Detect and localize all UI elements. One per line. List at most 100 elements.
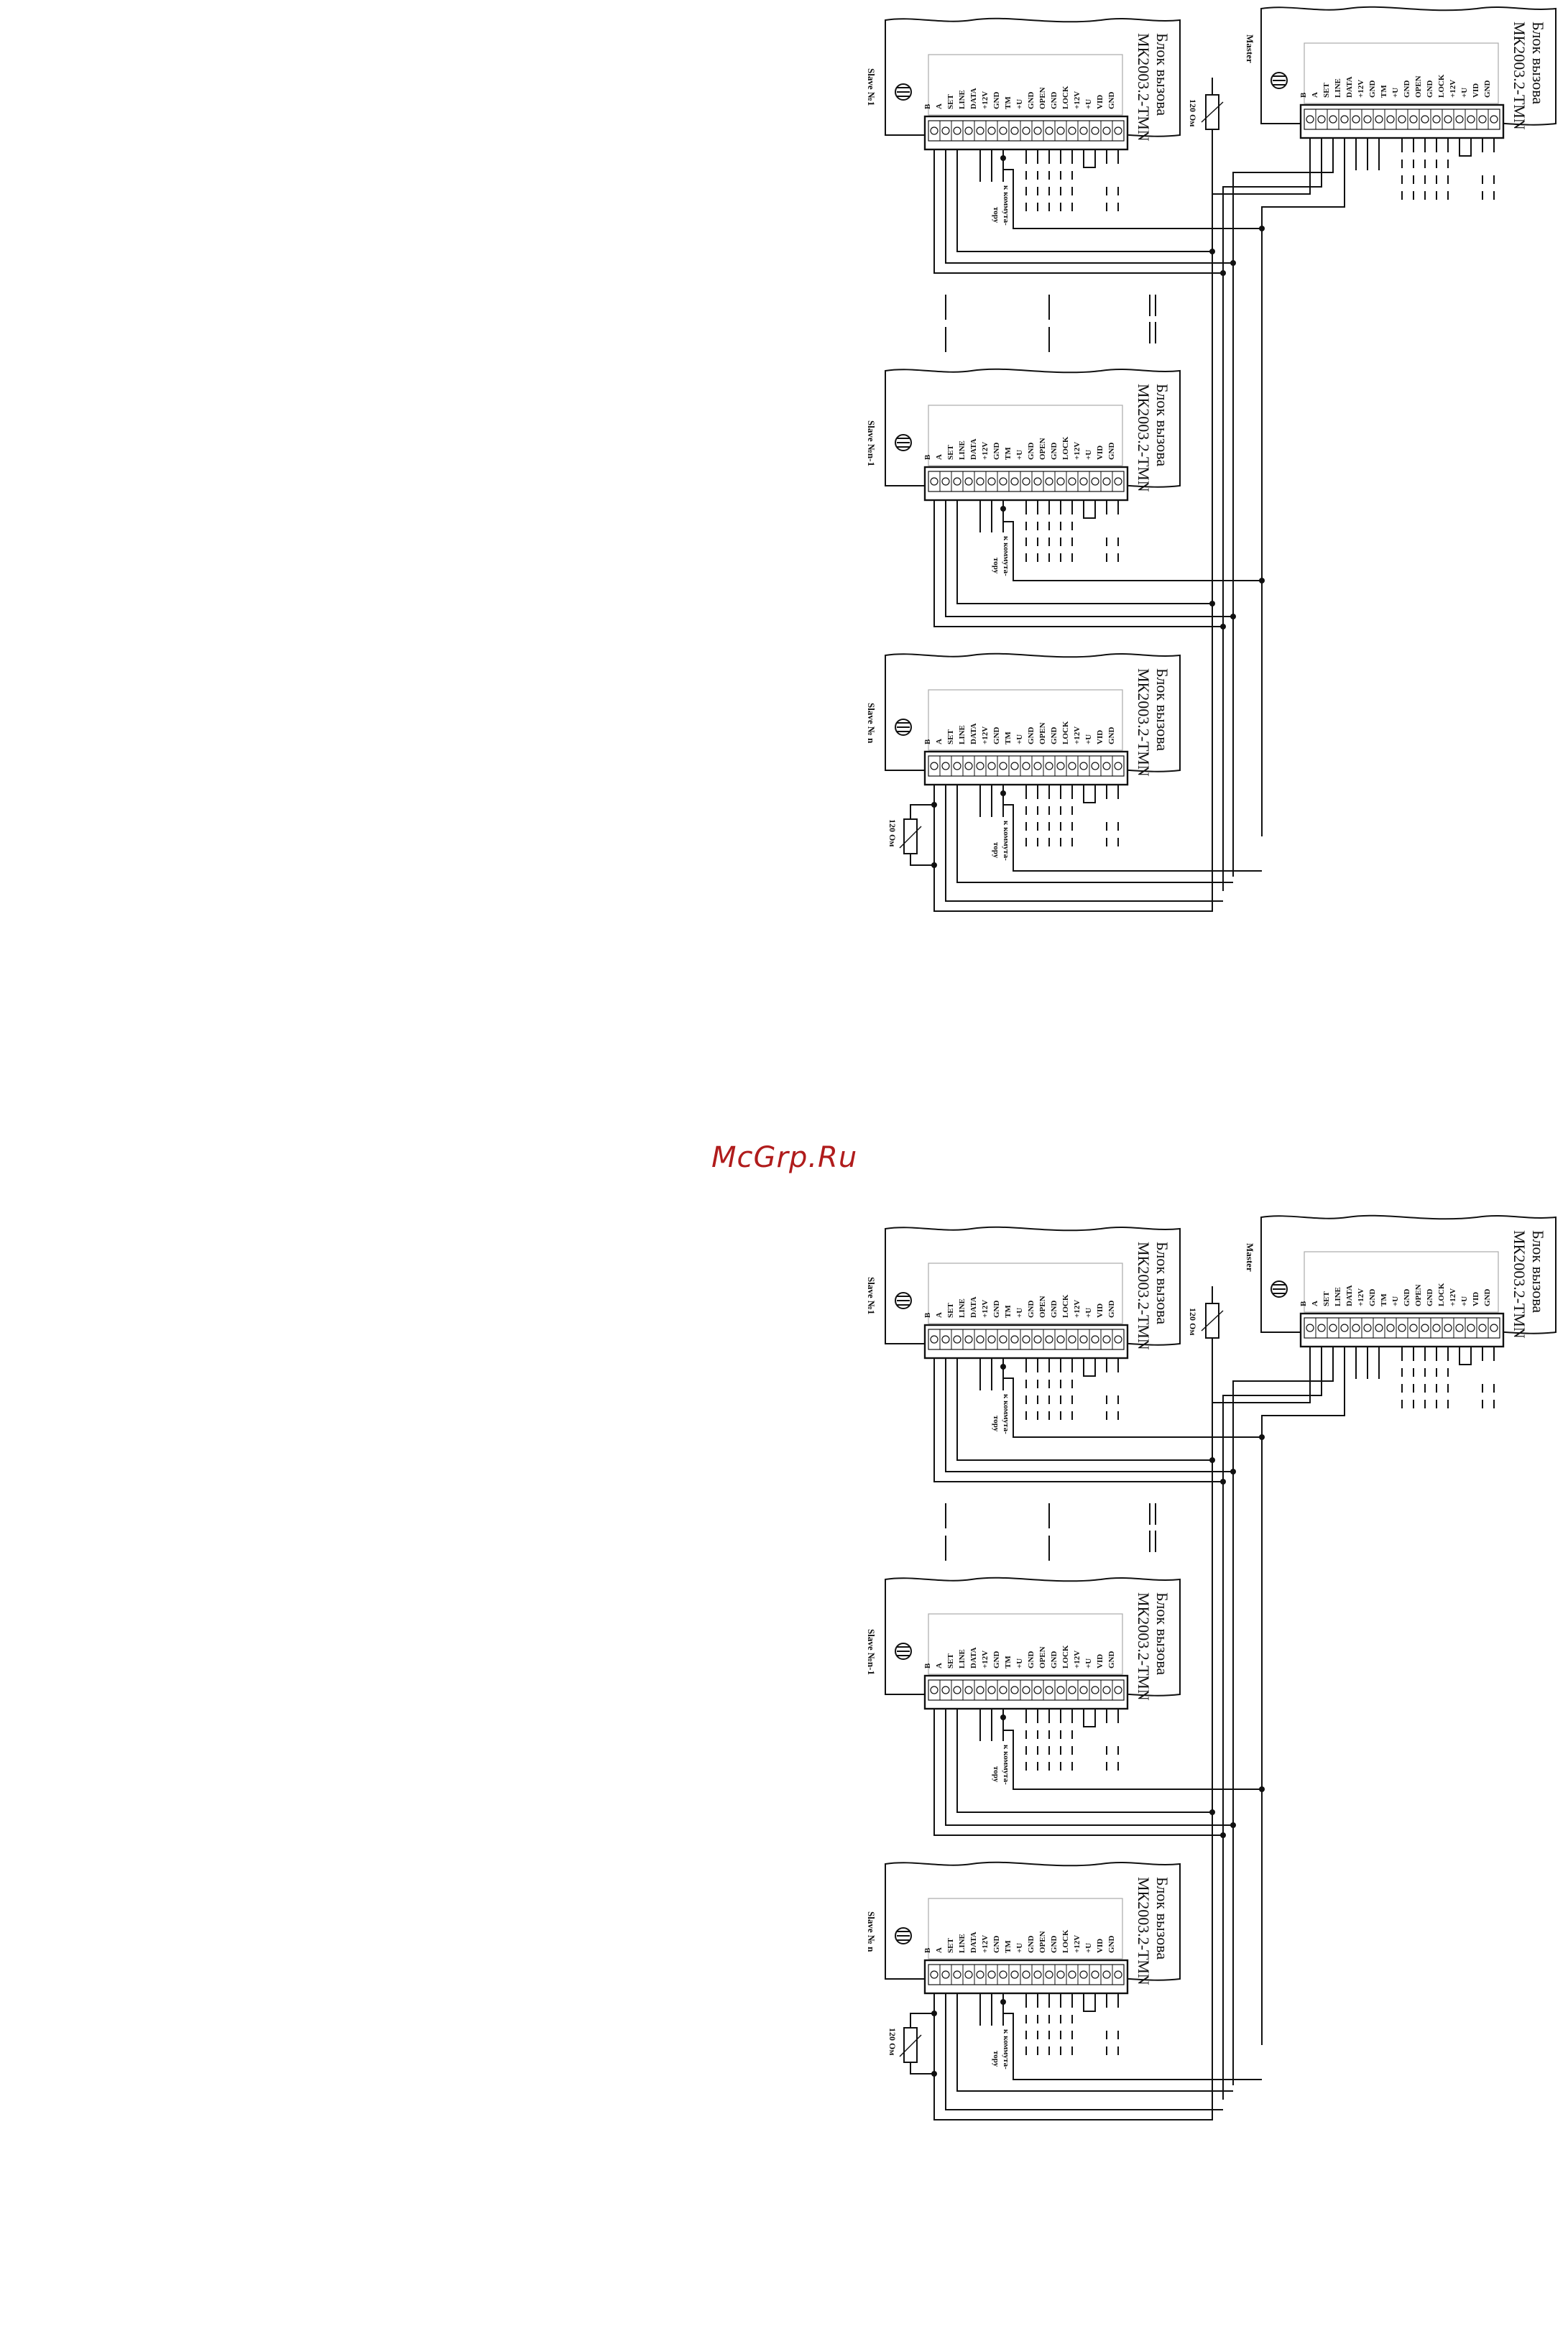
terminal-label: TM (1380, 1293, 1388, 1306)
slave-n-1-label: Slave №n-1 (866, 1629, 877, 1675)
terminal-label: GND (1027, 1301, 1036, 1319)
terminal-label: SET (1322, 1291, 1331, 1306)
terminal-label: SET (946, 1938, 955, 1953)
unit-slave-n: Блок вызова МК2003.2-ТМN B A SET LINE DA… (884, 652, 1181, 861)
terminal-label: +12V (1073, 726, 1082, 744)
terminal-label: OPEN (1038, 1296, 1047, 1318)
terminal-label: LINE (958, 440, 967, 460)
terminal-label: VID (1096, 446, 1104, 460)
terminal-label: DATA (969, 438, 978, 460)
terminal-label: B (923, 1947, 932, 1953)
terminal-label: GND (1027, 1936, 1036, 1954)
terminal-label: LOCK (1061, 1645, 1070, 1669)
to-switch-label: к коммута- (1002, 2029, 1010, 2069)
terminal-label: +U (1391, 88, 1400, 98)
terminal-label: A (935, 103, 944, 109)
terminal-label: GND (1107, 1301, 1116, 1319)
terminal-label: +12V (981, 91, 990, 109)
terminal-label: B (923, 454, 932, 460)
terminal-label: +12V (1073, 1651, 1082, 1669)
terminal-label: GND (992, 443, 1001, 461)
resistor-slave-n: 120 Ом (887, 804, 934, 866)
terminal-label: LOCK (1437, 74, 1446, 98)
terminal-label: +U (1084, 734, 1093, 744)
to-switch-label: к коммута- (1002, 1745, 1010, 1785)
terminal-label: +U (1391, 1296, 1400, 1306)
terminal-label: +12V (1357, 1288, 1365, 1306)
terminal-label: SET (946, 1653, 955, 1669)
terminal-label: +12V (981, 442, 990, 460)
unit-master: Блок вызова МК2003.2-ТМN B A SET LINE DA… (1260, 6, 1557, 201)
terminal-label: A (935, 454, 944, 460)
terminal-label: +12V (981, 1300, 990, 1318)
terminal-label: B (923, 1312, 932, 1318)
terminal-label: VID (1096, 1939, 1104, 1953)
unit-master: Блок вызова МК2003.2-ТМN B A SET LINE DA… (1260, 1214, 1557, 1410)
watermark: McGrp.Ru (711, 1141, 858, 1174)
terminal-label: +U (1084, 450, 1093, 460)
terminal-label: GND (1483, 1289, 1492, 1307)
terminal-label: LINE (958, 725, 967, 744)
terminal-label: +12V (1073, 91, 1082, 109)
resistor-label: 120 Ом (1188, 1308, 1198, 1336)
continuation-dashes (945, 1503, 1156, 1561)
terminal-label: DATA (969, 88, 978, 109)
terminal-label: SET (946, 1303, 955, 1318)
to-switch-label: тору (992, 842, 1000, 859)
resistor-master: 120 Ом (1188, 1286, 1224, 1539)
unit-title-line1: Блок вызова (1153, 1877, 1171, 1960)
terminal-label: +12V (1449, 1288, 1457, 1306)
scheme-bottom: Блок вызова МК2003.2-ТМN B A SET LINE DA… (866, 1214, 1557, 2120)
to-switch-label: тору (992, 1766, 1000, 1783)
to-switch-label: к коммута- (1002, 821, 1010, 861)
terminal-label: LOCK (1061, 721, 1070, 744)
terminal-label: TM (1004, 447, 1013, 460)
terminal-label: GND (1368, 1289, 1377, 1307)
terminal-label: GND (1403, 80, 1411, 98)
terminal-label: TM (1004, 1305, 1013, 1318)
slave-n-label: Slave № n (866, 703, 877, 744)
bus-wiring (933, 138, 1345, 912)
terminal-label: LINE (958, 1934, 967, 1953)
terminal-label: GND (1050, 92, 1059, 110)
terminal-label: GND (1050, 1936, 1059, 1954)
terminal-label: A (935, 739, 944, 744)
terminal-label: +U (1084, 99, 1093, 109)
terminal-label: A (935, 1947, 944, 1953)
terminal-label: A (935, 1663, 944, 1669)
slave-n-label: Slave № n (866, 1911, 877, 1952)
terminal-label: GND (1050, 1301, 1059, 1319)
unit-title-line2: МК2003.2-ТМN (1511, 1230, 1528, 1339)
unit-title-line2: МК2003.2-ТМN (1135, 1242, 1153, 1350)
terminal-label: SET (946, 729, 955, 744)
to-switch-label: тору (992, 207, 1000, 223)
terminal-label: GND (1368, 80, 1377, 98)
unit-slave-n-1: Блок вызова МК2003.2-ТМN B A SET LINE DA… (884, 368, 1181, 576)
terminal-label: GND (1050, 1651, 1059, 1669)
terminal-label: GND (992, 727, 1001, 745)
terminal-label: SET (946, 445, 955, 460)
terminal-label: B (1299, 1301, 1308, 1306)
terminal-label: +12V (981, 726, 990, 744)
terminal-label: OPEN (1038, 87, 1047, 109)
master-label: Master (1245, 1243, 1255, 1272)
terminal-label: GND (992, 92, 1001, 110)
unit-title-line1: Блок вызова (1529, 1230, 1547, 1313)
terminal-label: SET (946, 94, 955, 109)
unit-title-line2: МК2003.2-ТМN (1135, 33, 1153, 142)
to-switch-label: к коммута- (1002, 536, 1010, 576)
junction-dots (931, 1364, 1265, 2077)
terminal-label: GND (1107, 1936, 1116, 1954)
unit-title-line2: МК2003.2-ТМN (1135, 1592, 1153, 1701)
terminal-label: LOCK (1061, 436, 1070, 460)
unit-slave-1: Блок вызова МК2003.2-ТМN B A SET LINE DA… (884, 17, 1181, 226)
terminal-label: GND (1426, 80, 1434, 98)
terminal-label: +U (1460, 88, 1469, 98)
terminal-label: OPEN (1038, 1931, 1047, 1953)
terminal-label: SET (1322, 83, 1331, 98)
terminal-label: LINE (1334, 78, 1342, 98)
terminal-label: +U (1460, 1296, 1469, 1306)
terminal-label: LINE (958, 90, 967, 109)
bus-wiring (933, 1347, 1345, 2120)
